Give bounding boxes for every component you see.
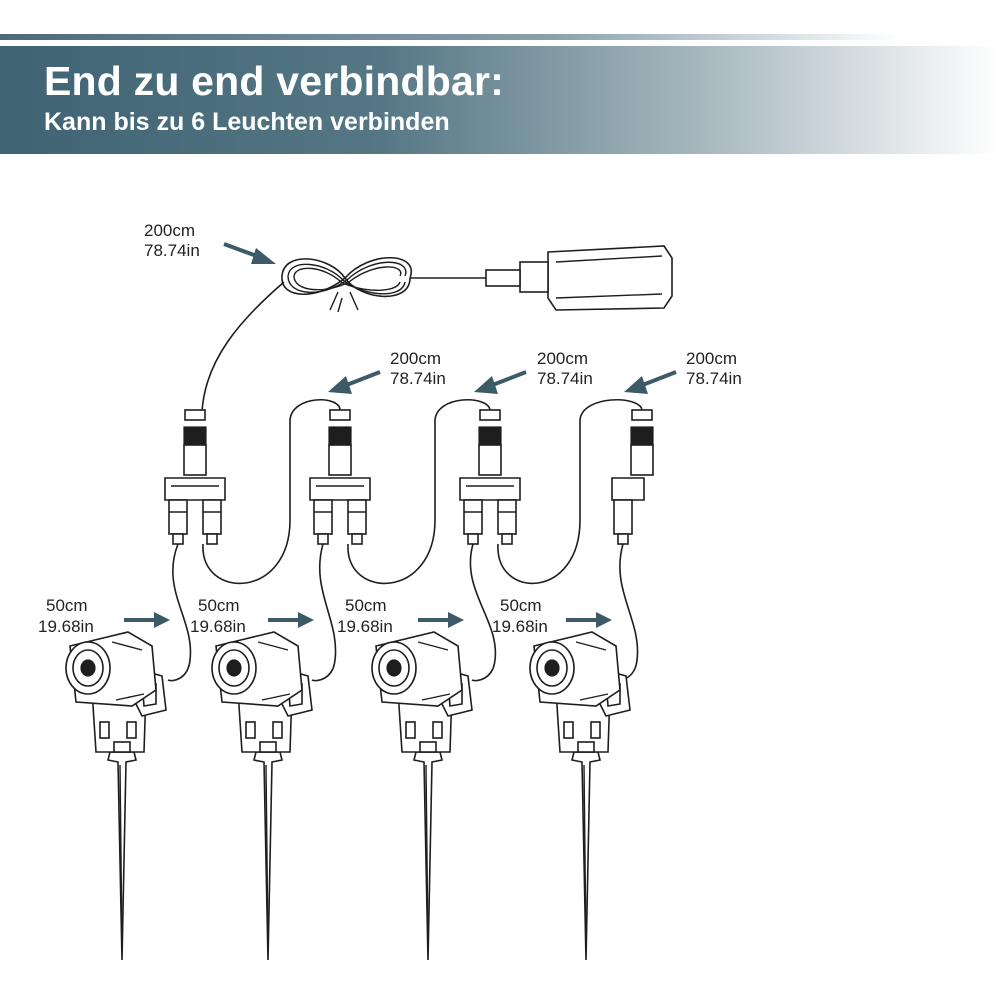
- arrow-icon-link-3: [624, 370, 677, 394]
- spotlight-icon-4: [529, 631, 631, 961]
- page-title: End zu end verbindbar:: [44, 58, 504, 104]
- link-cable-2-label-in: 78.74in: [537, 369, 593, 388]
- spotlight-icon-3: [371, 631, 473, 961]
- arrow-icon-lamp-2: [266, 610, 316, 630]
- supply-cable-label-in: 78.74in: [144, 241, 200, 260]
- link-cable-2-label-cm: 200cm: [537, 349, 588, 368]
- link-cable-1-label-in: 78.74in: [390, 369, 446, 388]
- connector-icon-2: [309, 409, 371, 545]
- arrow-icon-lamp-1: [122, 610, 172, 630]
- lamp-cable-2-label-cm: 50cm: [198, 596, 240, 615]
- link-cable-3-label-in: 78.74in: [686, 369, 742, 388]
- arrow-icon-supply: [223, 242, 276, 264]
- arrow-icon-link-2: [474, 370, 527, 394]
- lamp-cable-4-label-cm: 50cm: [500, 596, 542, 615]
- lamp-cable-3-label-in: 19.68in: [337, 617, 393, 636]
- power-adapter-icon: [485, 245, 673, 311]
- lamp-cable-4-label-in: 19.68in: [492, 617, 548, 636]
- spotlight-icon-2: [211, 631, 313, 961]
- page-subtitle: Kann bis zu 6 Leuchten verbinden: [44, 108, 450, 136]
- connector-icon-1: [164, 409, 226, 545]
- top-rule: [0, 34, 1000, 40]
- lamp-cable-1-label-in: 19.68in: [38, 617, 94, 636]
- lamp-cable-1-label-cm: 50cm: [46, 596, 88, 615]
- title-banner: [0, 46, 1000, 154]
- lamp-cable-2-label-in: 19.68in: [190, 617, 246, 636]
- link-cable-1-label-cm: 200cm: [390, 349, 441, 368]
- connector-icon-3: [459, 409, 521, 545]
- link-cable-3-label-cm: 200cm: [686, 349, 737, 368]
- supply-cable-label-cm: 200cm: [144, 221, 195, 240]
- connector-icon-4: [611, 409, 654, 545]
- arrow-icon-lamp-3: [416, 610, 466, 630]
- link-cables: [202, 399, 643, 585]
- lamp-cable-3-label-cm: 50cm: [345, 596, 387, 615]
- arrow-icon-lamp-4: [564, 610, 614, 630]
- coiled-supply-cable: [201, 257, 486, 413]
- spotlight-icon-1: [65, 631, 167, 961]
- arrow-icon-link-1: [328, 370, 381, 394]
